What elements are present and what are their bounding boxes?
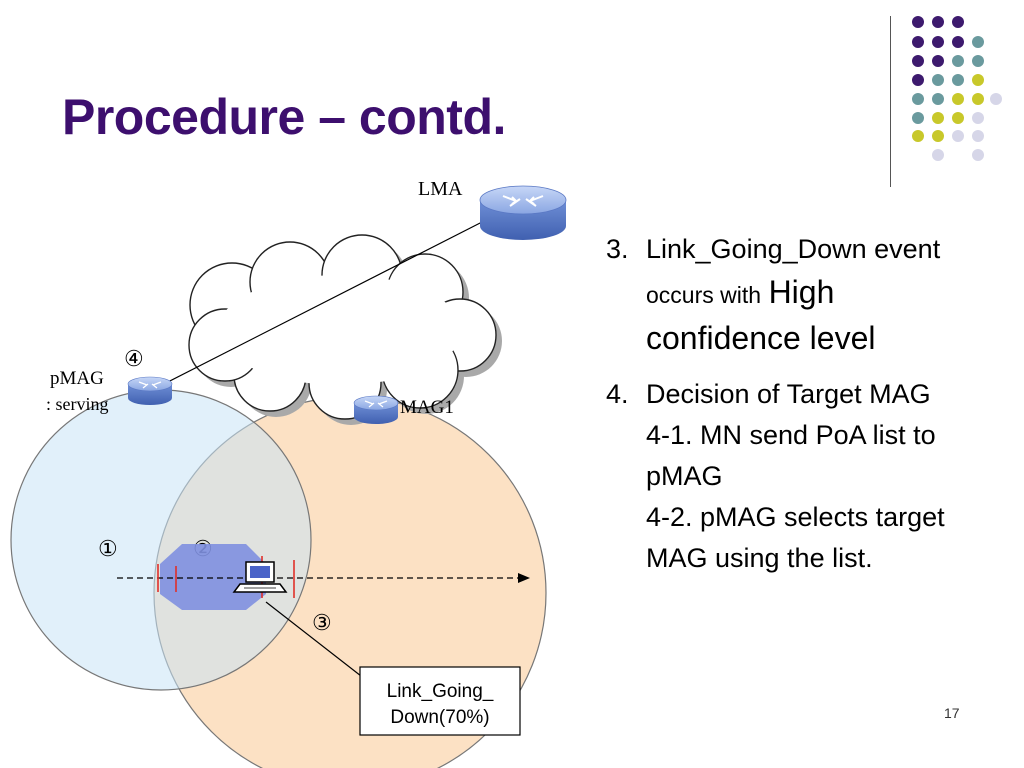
mag1-router-icon — [353, 395, 399, 424]
dot — [912, 130, 924, 142]
dot — [990, 93, 1002, 105]
dot — [912, 55, 924, 67]
decorative-dot-grid — [912, 16, 1002, 161]
dot — [912, 74, 924, 86]
dot — [912, 16, 924, 28]
event-box-line-1: Link_Going_ — [387, 681, 494, 702]
dot — [932, 36, 944, 48]
lma-pmag-link — [159, 219, 487, 387]
slide-title: Procedure – contd. — [62, 89, 506, 145]
dot — [952, 36, 964, 48]
pmag-coverage-area — [10, 389, 312, 691]
mn-signal-zone — [160, 544, 266, 610]
dot — [932, 93, 944, 105]
bullet-text: occurs with — [646, 282, 762, 308]
dot — [952, 112, 964, 124]
dot — [952, 74, 964, 86]
bullet-text-emphasis: confidence level — [646, 320, 876, 356]
dot — [972, 93, 984, 105]
lma-label: LMA — [418, 178, 463, 200]
dot — [912, 112, 924, 124]
bullet-text: MAG using the list. — [646, 543, 873, 573]
divider-line — [890, 16, 891, 187]
lma-router-icon — [479, 185, 567, 240]
step-4-marker: ④ — [124, 346, 144, 371]
network-diagram: LMA pMAG : serving ④ MAG1 ① ② ③ — [10, 178, 567, 768]
dot — [932, 130, 944, 142]
step-3-marker: ③ — [312, 610, 332, 635]
bullet-number: 4. — [606, 379, 629, 409]
pmag-label: pMAG — [50, 368, 104, 389]
bullet-text: 4-1. MN send PoA list to — [646, 420, 936, 450]
callout-line — [265, 601, 371, 684]
dot — [952, 93, 964, 105]
dot — [952, 16, 964, 28]
laptop-icon — [232, 561, 288, 593]
dot — [932, 16, 944, 28]
pmag-router-icon — [127, 376, 173, 405]
bullet-text: pMAG — [646, 461, 723, 491]
bullet-item-3: 3. Link_Going_Down event occurs with Hig… — [606, 228, 1024, 362]
arrow-head-icon — [518, 573, 530, 583]
dot — [932, 74, 944, 86]
dot — [932, 112, 944, 124]
pmag-serving-label: : serving — [46, 394, 109, 414]
page-number: 17 — [944, 705, 960, 721]
dot — [972, 74, 984, 86]
step-1-marker: ① — [98, 536, 118, 561]
bullet-text: Link_Going_Down event — [646, 234, 941, 264]
dot — [912, 93, 924, 105]
dot — [972, 112, 984, 124]
dot — [952, 130, 964, 142]
dot — [912, 36, 924, 48]
bullet-number: 3. — [606, 234, 629, 264]
bullet-text: Decision of Target MAG — [646, 379, 931, 409]
dot — [972, 130, 984, 142]
bullet-text: 4-2. pMAG selects target — [646, 502, 945, 532]
bullet-text-emphasis: High — [768, 274, 835, 310]
bullet-list: 3. Link_Going_Down event occurs with Hig… — [606, 228, 1024, 579]
dot — [932, 55, 944, 67]
event-box-line-2: Down(70%) — [390, 707, 489, 728]
dot — [972, 149, 984, 161]
dot — [972, 36, 984, 48]
mag1-label: MAG1 — [400, 397, 454, 418]
dot — [972, 55, 984, 67]
dot — [932, 149, 944, 161]
dot — [952, 55, 964, 67]
network-cloud — [188, 234, 502, 425]
bullet-item-4: 4. Decision of Target MAG 4-1. MN send P… — [606, 374, 1024, 579]
link-going-down-box — [359, 666, 521, 736]
